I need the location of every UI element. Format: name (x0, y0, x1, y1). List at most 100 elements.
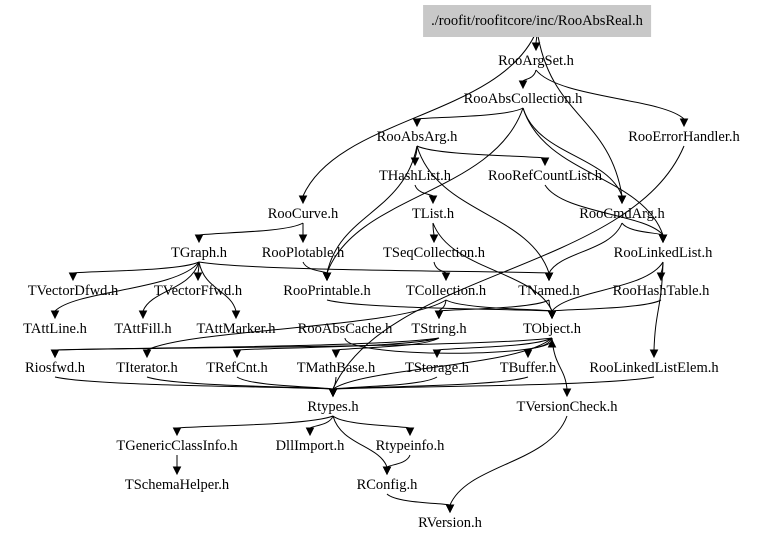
graph-node-roo-abs-collection[interactable]: RooAbsCollection.h (463, 91, 583, 107)
edge-tversion-check-to-rversion (449, 415, 568, 506)
edge-tstring-to-tref-cnt (236, 337, 440, 351)
graph-node-tnamed[interactable]: TNamed.h (518, 283, 580, 299)
edge-roo-abs-real-to-roo-cmd-arg (536, 29, 623, 197)
graph-node-tobject[interactable]: TObject.h (522, 321, 582, 337)
root-node[interactable]: ./roofit/roofitcore/inc/RooAbsReal.h (423, 5, 651, 37)
arrowhead-icon (540, 157, 550, 167)
arrowhead-icon (649, 349, 659, 359)
arrowhead-icon (172, 466, 182, 476)
graph-node-rversion[interactable]: RVersion.h (418, 515, 482, 531)
graph-node-roo-hash-table[interactable]: RooHashTable.h (612, 283, 710, 299)
graph-node-tschema-helper[interactable]: TSchemaHelper.h (124, 477, 230, 493)
edge-roo-abs-collection-to-roo-cmd-arg (522, 107, 623, 197)
arrowhead-icon (562, 388, 572, 398)
edge-rtypes-to-dll-import (309, 415, 334, 429)
graph-node-rconfig[interactable]: RConfig.h (356, 477, 418, 493)
graph-node-tstring[interactable]: TString.h (411, 321, 467, 337)
arrowhead-icon (68, 272, 78, 282)
edge-rconfig-to-rversion (386, 493, 451, 506)
arrowhead-icon (656, 272, 666, 282)
edge-roo-abs-arg-to-tnamed (416, 145, 550, 274)
graph-node-roo-arg-set[interactable]: RooArgSet.h (498, 53, 574, 69)
edge-tobject-to-tstorage (436, 337, 553, 351)
edge-roo-abs-arg-to-roo-printable (326, 145, 418, 274)
graph-node-tvector-dfwd[interactable]: TVectorDfwd.h (27, 283, 119, 299)
graph-node-roo-abs-cache[interactable]: RooAbsCache.h (297, 321, 393, 337)
arrowhead-icon (50, 349, 60, 359)
arrowhead-icon (679, 118, 689, 128)
graph-node-tstorage[interactable]: TStorage.h (404, 360, 470, 376)
graph-node-tref-cnt[interactable]: TRefCnt.h (206, 360, 268, 376)
edge-roo-hash-table-to-tobject (551, 299, 662, 312)
edge-rtypes-to-tgeneric-class-info (176, 415, 334, 429)
edge-roo-abs-collection-to-roo-linked-list (522, 107, 664, 236)
arrowhead-icon (328, 388, 338, 398)
arrowhead-icon (428, 195, 438, 205)
arrowhead-icon (445, 504, 455, 514)
arrowhead-icon (544, 272, 554, 282)
graph-node-tbuffer[interactable]: TBuffer.h (499, 360, 557, 376)
graph-node-roo-plotable[interactable]: RooPlotable.h (261, 245, 345, 261)
arrowhead-icon (194, 234, 204, 244)
graph-node-tmath-base[interactable]: TMathBase.h (296, 360, 376, 376)
edge-roo-linked-list-to-tobject (551, 261, 664, 312)
graph-node-roo-ref-count-list[interactable]: RooRefCountList.h (488, 168, 602, 184)
graph-node-roo-abs-arg[interactable]: RooAbsArg.h (376, 129, 458, 145)
graph-node-roo-linked-list[interactable]: RooLinkedList.h (613, 245, 713, 261)
edge-tgraph-to-tvector-dfwd (72, 261, 200, 274)
arrowhead-icon (523, 349, 533, 359)
edge-tgraph-to-tnamed (198, 261, 550, 274)
graph-node-tgeneric-class-info[interactable]: TGenericClassInfo.h (116, 438, 238, 454)
graph-node-riosfwd[interactable]: Riosfwd.h (24, 360, 86, 376)
arrowhead-icon (412, 118, 422, 128)
graph-node-tlist[interactable]: TList.h (411, 206, 455, 222)
graph-node-tgraph[interactable]: TGraph.h (171, 245, 227, 261)
graph-node-thash-list[interactable]: THashList.h (378, 168, 452, 184)
edge-rtypeinfo-to-rconfig (386, 454, 411, 468)
arrowhead-icon (232, 349, 242, 359)
graph-node-roo-printable[interactable]: RooPrintable.h (283, 283, 371, 299)
graph-node-tseq-collection[interactable]: TSeqCollection.h (383, 245, 485, 261)
graph-node-rtypeinfo[interactable]: Rtypeinfo.h (375, 438, 445, 454)
arrowhead-icon (429, 234, 439, 244)
arrowhead-icon (331, 349, 341, 359)
edge-tstring-to-tmath-base (335, 337, 440, 351)
edge-roo-printable-to-tobject (326, 299, 553, 312)
edge-tstring-to-riosfwd (54, 337, 440, 351)
graph-node-tvector-ffwd[interactable]: TVectorFfwd.h (153, 283, 243, 299)
graph-node-rtypes[interactable]: Rtypes.h (307, 399, 359, 415)
edge-tgraph-to-tatt-line (54, 261, 200, 312)
edge-tnamed-to-tstring (438, 299, 550, 312)
arrowhead-icon (547, 310, 557, 320)
edge-roo-cmd-arg-to-tnamed (548, 222, 623, 274)
graph-node-roo-error-handler[interactable]: RooErrorHandler.h (628, 129, 740, 145)
arrowhead-icon (617, 195, 627, 205)
graph-node-tatt-line[interactable]: TAttLine.h (23, 321, 87, 337)
edge-tobject-to-riosfwd (54, 337, 553, 351)
edge-roo-error-handler-to-rtypes (332, 145, 685, 390)
graph-node-tcollection[interactable]: TCollection.h (405, 283, 487, 299)
arrowhead-icon (142, 349, 152, 359)
graph-node-roo-curve[interactable]: RooCurve.h (267, 206, 339, 222)
arrowhead-icon (50, 310, 60, 320)
arrowhead-icon (441, 272, 451, 282)
edge-roo-ref-count-list-to-roo-linked-list (544, 184, 664, 236)
graph-node-titerator[interactable]: TIterator.h (116, 360, 178, 376)
arrowhead-icon (547, 338, 557, 348)
graph-node-roo-cmd-arg[interactable]: RooCmdArg.h (579, 206, 665, 222)
graph-node-dll-import[interactable]: DllImport.h (275, 438, 345, 454)
edge-rtypes-to-rtypeinfo (332, 415, 411, 429)
edge-roo-arg-set-to-roo-abs-collection (522, 69, 537, 82)
edge-tgraph-to-tatt-marker (198, 261, 237, 312)
edge-tcollection-to-titerator (146, 299, 447, 351)
graph-node-tversion-check[interactable]: TVersionCheck.h (516, 399, 618, 415)
edge-roo-plotable-to-roo-printable (302, 261, 328, 274)
edge-roo-arg-set-to-roo-error-handler (535, 69, 685, 120)
graph-node-tatt-fill[interactable]: TAttFill.h (114, 321, 172, 337)
arrowhead-icon (193, 272, 203, 282)
graph-node-tatt-marker[interactable]: TAttMarker.h (196, 321, 276, 337)
edge-tlist-to-tobject (432, 222, 553, 312)
graph-node-roo-linked-list-elem[interactable]: RooLinkedListElem.h (589, 360, 719, 376)
